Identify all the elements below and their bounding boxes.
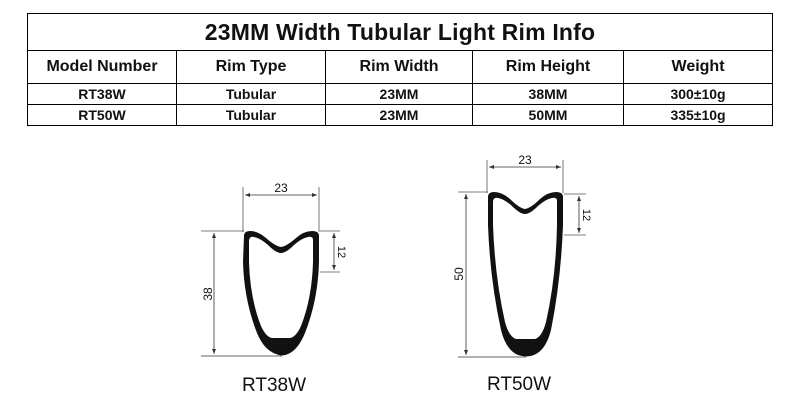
rt50w-height-label: 50 [452,267,466,281]
cell-model-number: RT50W [27,104,177,126]
rim-spec-table: 23MM Width Tubular Light Rim Info Model … [26,13,774,126]
column-header-weight: Weight [622,50,774,84]
cell-rim-type: Tubular [176,104,326,126]
cell-rim-height: 50MM [472,104,624,126]
cell-rim-width: 23MM [325,104,473,126]
rt38w-caption: RT38W [242,375,307,396]
rt38w-depth-label: 12 [335,246,347,258]
table-row: RT38W Tubular 23MM 38MM 300±10g [27,83,774,105]
cell-weight: 300±10g [622,83,774,105]
rt50w-width-label: 23 [518,153,532,167]
rt38w-width-label: 23 [274,181,288,195]
cell-weight: 335±10g [622,104,774,126]
table-header-row: Model Number Rim Type Rim Width Rim Heig… [27,50,774,84]
rt50w-depth-label: 12 [580,209,592,221]
column-header-model-number: Model Number [27,50,177,84]
table-row: RT50W Tubular 23MM 50MM 335±10g [27,104,774,126]
table-title: 23MM Width Tubular Light Rim Info [26,13,774,51]
rt50w-rim-diagram: 23 50 12 [452,153,592,358]
rt38w-rim-diagram: 23 38 12 [201,181,347,357]
rt50w-caption: RT50W [487,374,552,395]
rt38w-height-label: 38 [201,287,215,301]
